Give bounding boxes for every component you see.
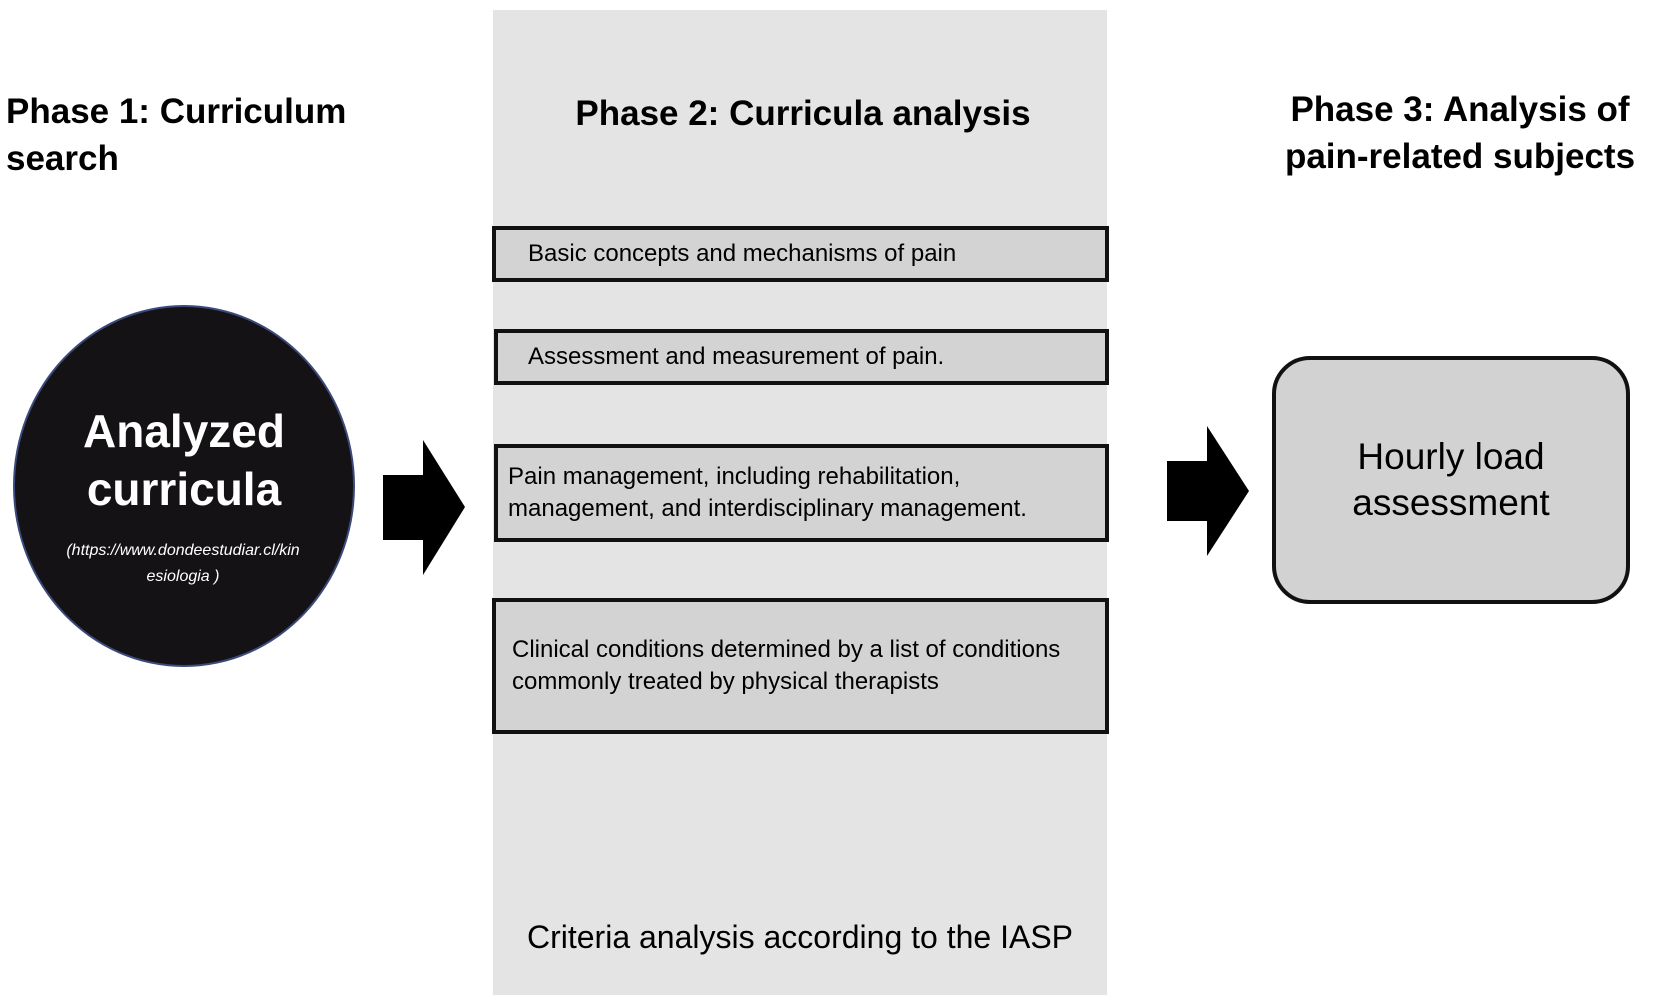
circle-title: Analyzed curricula [83,405,285,515]
hourly-load-assessment-box: Hourly load assessment [1272,356,1630,604]
analyzed-curricula-circle [13,305,355,667]
criteria-label: Pain management, including rehabilitatio… [508,463,1027,522]
criteria-label: Clinical conditions determined by a list… [512,636,1061,695]
phase-1-heading: Phase 1: Curriculum search [6,92,347,178]
phase-2-heading: Phase 2: Curricula analysis [575,94,1031,133]
criteria-box-pain-management: Pain management, including rehabilitatio… [494,444,1109,542]
criteria-label: Basic concepts and mechanisms of pain [528,240,957,267]
criteria-box-pain-assessment: Assessment and measurement of pain. [494,329,1109,385]
phase-3-heading: Phase 3: Analysis of pain-related subjec… [1284,90,1636,176]
criteria-box-clinical-conditions: Clinical conditions determined by a list… [492,598,1109,734]
result-label: Hourly load assessment [1352,436,1550,523]
criteria-box-pain-concepts: Basic concepts and mechanisms of pain [492,226,1109,282]
right-arrow-icon [383,440,465,575]
criteria-label: Assessment and measurement of pain. [528,343,945,370]
band-caption: Criteria analysis according to the IASP [526,919,1074,955]
circle-url: (https://www.dondeestudiar.cl/kinesiolog… [66,542,300,585]
right-arrow-icon [1167,426,1249,556]
